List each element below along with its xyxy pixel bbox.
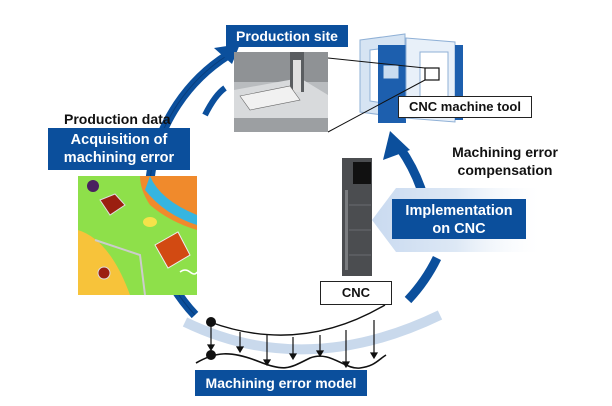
cnc-label: CNC [320,281,392,305]
arc-arrowhead-right [383,131,410,160]
production-photo [234,52,328,132]
compensation-label: Machining error compensation [445,143,565,179]
error-arrows [206,320,379,369]
cnc-machine-tool-label: CNC machine tool [398,96,532,118]
production-data-label: Production data [64,111,171,127]
cycle-arc-bottom-right [404,255,442,304]
cycle-arc-top [202,85,227,117]
error-curve [195,353,387,369]
arc-arrowhead-top [214,44,240,64]
machining-error-model-box: Machining error model [195,370,367,396]
acquisition-line1: Acquisition of [70,132,168,148]
machining-error-heatmap [78,176,198,296]
compensation-line2: compensation [457,162,553,178]
compensation-line1: Machining error [452,144,558,160]
implementation-line1: Implementation [405,203,513,219]
production-site-title: Production site [226,25,348,47]
nominal-line [209,304,386,336]
model-band [182,310,443,355]
acquisition-line2: machining error [63,150,175,166]
implementation-line2: on CNC [432,221,486,237]
cnc-unit-illustration [342,158,372,276]
implementation-box: Implementation on CNC [392,199,526,239]
model-point-bottom [206,350,216,360]
acquisition-box: Acquisition of machining error [48,128,190,170]
